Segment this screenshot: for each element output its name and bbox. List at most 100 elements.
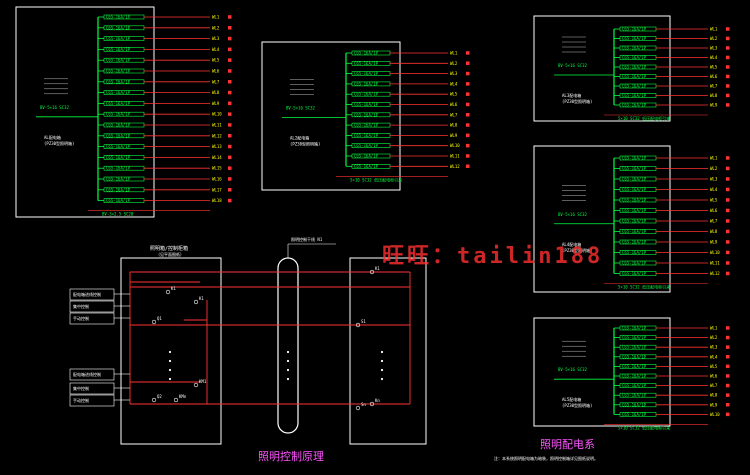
control-input-label: 配电箱进线控制 bbox=[73, 371, 101, 377]
breaker-label: C65-16A/1P bbox=[622, 198, 647, 203]
circuit-label: WL12 bbox=[710, 271, 720, 276]
breaker-label: C65-16A/1P bbox=[622, 156, 647, 161]
breaker-label: C65-16A/1P bbox=[622, 326, 647, 331]
circuit-end-marker bbox=[726, 271, 730, 276]
circuit-end-marker bbox=[726, 208, 730, 213]
breaker-label: C65-16A/1P bbox=[622, 261, 647, 266]
breaker-label: C65-16A/1P bbox=[622, 93, 647, 98]
circuit-end-marker bbox=[228, 177, 232, 181]
circuit-label: WL7 bbox=[710, 219, 718, 224]
feeder-label: BV-5×16 SC32 bbox=[558, 212, 587, 217]
breaker-label: C65-16A/1P bbox=[622, 393, 647, 398]
circuit-label: WL6 bbox=[710, 374, 718, 379]
panel-frame bbox=[533, 145, 671, 293]
breaker-label: C65-16A/1P bbox=[622, 208, 647, 213]
control-diagram-title: 照明控制原理 bbox=[258, 449, 324, 463]
control-bus-label: 照明控制干线 N1 bbox=[291, 236, 323, 242]
circuit-label: WL3 bbox=[212, 36, 220, 41]
circuit-end-marker bbox=[466, 133, 470, 138]
panel-name: AL配电箱 bbox=[44, 134, 61, 140]
contact-node bbox=[369, 401, 375, 407]
breaker-label: C65-16A/1P bbox=[622, 402, 647, 407]
circuit-end-marker bbox=[726, 177, 730, 181]
circuit-end-marker bbox=[726, 27, 730, 31]
circuit-end-marker bbox=[466, 164, 470, 168]
breaker-label: C65-16A/1P bbox=[622, 219, 647, 224]
lighting-system-title: 照明配电系 bbox=[540, 438, 595, 451]
breaker-label: C65-16A/1P bbox=[622, 36, 647, 41]
circuit-label: WL9 bbox=[710, 402, 718, 407]
circuit-label: WL9 bbox=[212, 101, 220, 106]
circuit-label: WL13 bbox=[212, 144, 222, 149]
circuit-end-marker bbox=[466, 61, 470, 65]
circuit-end-marker bbox=[726, 383, 730, 388]
panel-note: (PZ30型照明箱) bbox=[290, 141, 320, 147]
circuit-end-marker bbox=[726, 74, 730, 79]
panel-frame bbox=[533, 317, 671, 427]
circuit-label: WL11 bbox=[710, 261, 720, 266]
circuit-end-marker bbox=[726, 364, 730, 369]
circuit-label: WL6 bbox=[710, 208, 718, 213]
control-input-box bbox=[69, 368, 115, 381]
contact-label: K1 bbox=[199, 296, 204, 301]
continuation-dot bbox=[286, 350, 290, 354]
breaker-label: C65-16A/1P bbox=[622, 364, 647, 369]
circuit-end-marker bbox=[466, 143, 470, 148]
circuit-label: WL11 bbox=[450, 154, 460, 159]
circuit-end-marker bbox=[228, 36, 232, 41]
circuit-label: WL3 bbox=[710, 46, 718, 51]
breaker-label: C65-16A/1P bbox=[622, 412, 647, 417]
contact-label: KM1 bbox=[199, 379, 207, 384]
circuit-label: WL3 bbox=[710, 177, 718, 182]
circuit-end-marker bbox=[726, 250, 730, 255]
feeder-label: BV-5×16 SC32 bbox=[286, 106, 315, 111]
circuit-end-marker bbox=[228, 26, 232, 30]
breaker-label: C65-16A/1P bbox=[622, 240, 647, 245]
breaker-label: C65-16A/1P bbox=[354, 154, 379, 159]
contact-label: Kn bbox=[375, 398, 380, 403]
circuit-end-marker bbox=[466, 123, 470, 127]
circuit-label: WL5 bbox=[450, 92, 458, 97]
breaker-label: C65-16A/1P bbox=[354, 51, 379, 56]
panel-frame bbox=[533, 15, 671, 122]
contact-label: K1 bbox=[375, 266, 380, 271]
circuit-label: WL2 bbox=[710, 36, 718, 41]
circuit-end-marker bbox=[466, 102, 470, 107]
breaker-label: C65-16A/1P bbox=[622, 166, 647, 171]
control-box-frame bbox=[349, 257, 427, 445]
circuit-end-marker bbox=[228, 188, 232, 192]
circuit-label: WL7 bbox=[710, 383, 718, 388]
breaker-label: C65-16A/1P bbox=[622, 374, 647, 379]
circuit-end-marker bbox=[726, 36, 730, 41]
control-cabinet-frame bbox=[120, 257, 222, 445]
circuit-end-marker bbox=[726, 229, 730, 234]
circuit-label: WL1 bbox=[710, 156, 718, 161]
control-cabinet-subtitle: （见平面图纸） bbox=[156, 251, 184, 257]
circuit-end-marker bbox=[726, 355, 730, 359]
breaker-label: C65-16A/1P bbox=[622, 345, 647, 350]
panel-frame bbox=[15, 6, 155, 218]
panel-name: AL2配电箱 bbox=[290, 135, 309, 141]
circuit-label: WL18 bbox=[212, 198, 222, 203]
circuit-end-marker bbox=[726, 187, 730, 192]
breaker-label: C65-16A/1P bbox=[622, 383, 647, 388]
circuit-label: WL15 bbox=[212, 166, 222, 171]
breaker-label: C65-16A/1P bbox=[354, 102, 379, 107]
breaker-label: C65-16A/1P bbox=[622, 354, 647, 359]
breaker-label: C65-16A/1P bbox=[622, 177, 647, 182]
circuit-end-marker bbox=[726, 84, 730, 88]
continuation-dot bbox=[168, 377, 172, 381]
panel-frame bbox=[261, 41, 401, 191]
circuit-label: WL17 bbox=[212, 187, 222, 192]
continuation-dot bbox=[380, 368, 384, 372]
circuit-label: WL4 bbox=[710, 187, 718, 192]
circuit-end-marker bbox=[228, 198, 232, 203]
feeder-label: BV-5×16 SC32 bbox=[558, 367, 587, 372]
circuit-end-marker bbox=[228, 166, 232, 170]
control-input-box bbox=[69, 382, 115, 395]
contact-node bbox=[355, 322, 361, 328]
circuit-label: WL3 bbox=[450, 71, 458, 76]
watermark-text: 旺旺：tailin188 bbox=[382, 244, 603, 269]
